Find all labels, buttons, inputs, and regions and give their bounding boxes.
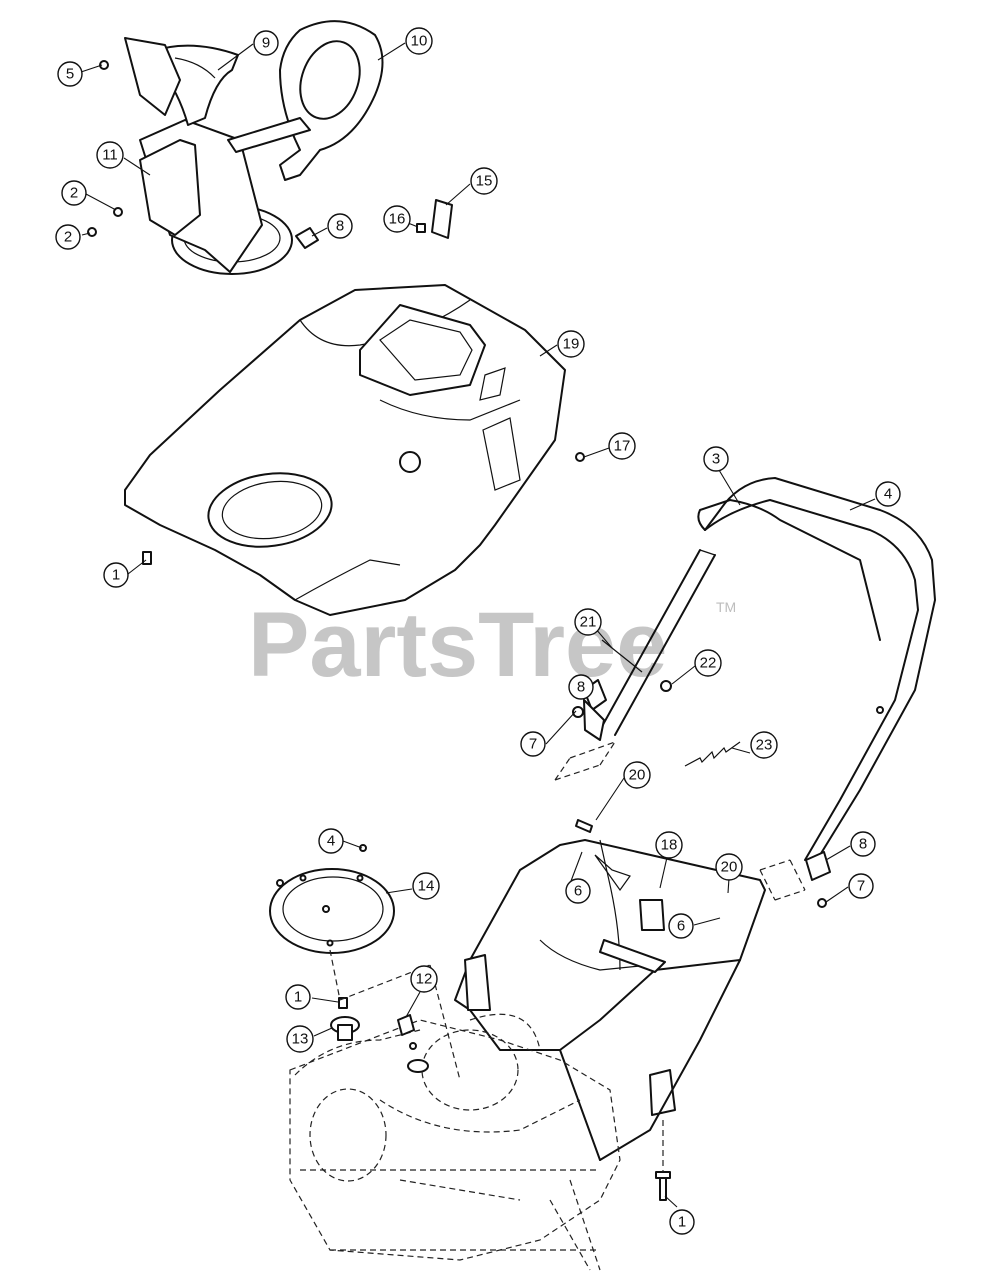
callout-8-chute-label: 8 bbox=[336, 218, 344, 235]
callout-5-label: 5 bbox=[66, 66, 74, 83]
callout-19-label: 19 bbox=[563, 336, 580, 353]
callout-6-right-label: 6 bbox=[677, 918, 685, 935]
deflector-flap bbox=[124, 37, 181, 116]
callout-5: 5 bbox=[57, 61, 83, 87]
callout-16: 16 bbox=[383, 205, 411, 233]
callout-23-label: 23 bbox=[756, 737, 773, 754]
callout-9-label: 9 bbox=[262, 35, 270, 52]
callout-1-lower-label: 1 bbox=[678, 1214, 686, 1231]
clip-part bbox=[431, 199, 453, 239]
callout-1-lower: 1 bbox=[669, 1209, 695, 1235]
callout-20-left: 20 bbox=[623, 761, 651, 789]
callout-17-label: 17 bbox=[614, 438, 631, 455]
callout-4-handle-label: 4 bbox=[884, 486, 892, 503]
part-12 bbox=[397, 1014, 415, 1036]
callout-6-left-label: 6 bbox=[574, 883, 582, 900]
callout-7-right: 7 bbox=[848, 873, 874, 899]
callout-3: 3 bbox=[703, 446, 729, 472]
callout-9: 9 bbox=[253, 30, 279, 56]
callout-6-left: 6 bbox=[565, 878, 591, 904]
callout-8-left: 8 bbox=[568, 674, 594, 700]
callout-10: 10 bbox=[405, 27, 433, 55]
callout-1-upper: 1 bbox=[103, 562, 129, 588]
callout-14: 14 bbox=[412, 872, 440, 900]
callout-4-handle: 4 bbox=[875, 481, 901, 507]
callout-2-upper: 2 bbox=[61, 180, 87, 206]
callout-20-left-label: 20 bbox=[629, 767, 646, 784]
auger-housing bbox=[289, 1013, 621, 1271]
callout-13: 13 bbox=[286, 1025, 314, 1053]
callout-6-right: 6 bbox=[668, 913, 694, 939]
handle-knob-right bbox=[805, 851, 831, 881]
callout-8-right: 8 bbox=[850, 831, 876, 857]
callout-10-label: 10 bbox=[411, 33, 428, 50]
callout-12-label: 12 bbox=[416, 971, 433, 988]
leader-lines bbox=[80, 42, 876, 1208]
callout-1-mid: 1 bbox=[285, 984, 311, 1010]
callout-4-ring: 4 bbox=[318, 828, 344, 854]
watermark-trademark: TM bbox=[716, 599, 736, 615]
callout-7-left: 7 bbox=[520, 731, 546, 757]
impeller-housing-ring bbox=[269, 844, 395, 954]
callout-22: 22 bbox=[694, 649, 722, 677]
callout-21: 21 bbox=[574, 608, 602, 636]
chute-knob bbox=[295, 227, 319, 249]
callout-11-label: 11 bbox=[102, 147, 118, 164]
lower-handle-frame bbox=[454, 839, 766, 1161]
callout-8-right-label: 8 bbox=[859, 836, 867, 853]
callout-7-right-label: 7 bbox=[857, 878, 865, 895]
callout-22-label: 22 bbox=[700, 655, 717, 672]
shroud-panel-opening bbox=[359, 304, 486, 396]
callout-2-upper-label: 2 bbox=[70, 185, 78, 202]
callout-7-left-label: 7 bbox=[529, 736, 537, 753]
shroud-cover bbox=[124, 199, 585, 616]
label-plate bbox=[599, 939, 666, 973]
callout-17: 17 bbox=[608, 432, 636, 460]
callout-3-label: 3 bbox=[712, 451, 720, 468]
callout-19: 19 bbox=[557, 330, 585, 358]
callout-20-right-label: 20 bbox=[721, 859, 738, 876]
discharge-chute-assembly bbox=[87, 20, 384, 275]
callout-8-chute: 8 bbox=[327, 213, 353, 239]
callout-18-label: 18 bbox=[661, 837, 678, 854]
callout-1-upper-label: 1 bbox=[112, 567, 120, 584]
callout-13-label: 13 bbox=[292, 1031, 309, 1048]
callout-2-lower-label: 2 bbox=[64, 229, 72, 246]
watermark-text: PartsTree bbox=[248, 594, 667, 696]
callout-1-mid-label: 1 bbox=[294, 989, 302, 1006]
callout-16-label: 16 bbox=[389, 211, 406, 228]
callout-8-left-label: 8 bbox=[577, 679, 585, 696]
chute-side-plate bbox=[139, 139, 201, 236]
callout-23: 23 bbox=[750, 731, 778, 759]
callout-20-right: 20 bbox=[715, 853, 743, 881]
callout-4-ring-label: 4 bbox=[327, 833, 335, 850]
chute-handle-arm bbox=[227, 117, 311, 153]
callout-21-label: 21 bbox=[580, 614, 597, 631]
callout-2-lower: 2 bbox=[55, 224, 81, 250]
callout-15-label: 15 bbox=[476, 173, 493, 190]
callout-12: 12 bbox=[410, 965, 438, 993]
callout-11: 11 bbox=[96, 141, 124, 169]
callout-15: 15 bbox=[470, 167, 498, 195]
callout-14-label: 14 bbox=[418, 878, 435, 895]
callout-18: 18 bbox=[655, 831, 683, 859]
